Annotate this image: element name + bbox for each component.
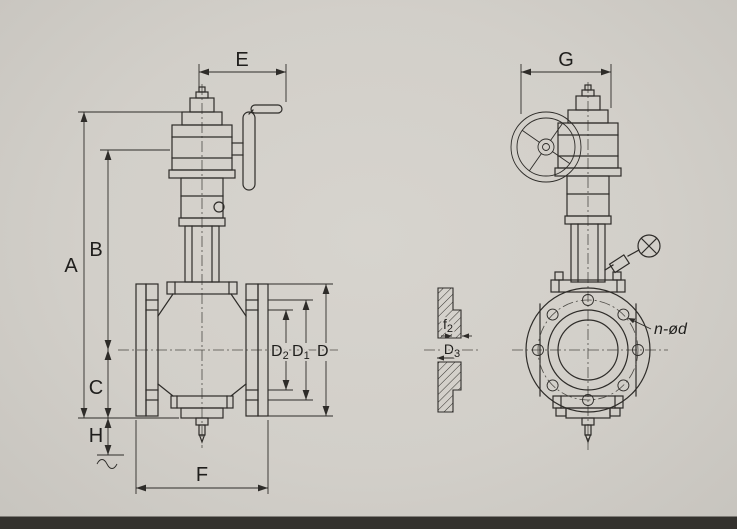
label-dim-d1: D1 (292, 343, 310, 362)
dim-B (100, 149, 170, 350)
label-dim-d2: D2 (271, 343, 289, 362)
n-od-callout (627, 317, 652, 330)
dim-E (198, 64, 287, 102)
front-view-centerlines (118, 84, 340, 448)
label-dim-g: G (558, 49, 574, 71)
label-dim-d3: D3 (444, 341, 460, 360)
side-view-body (525, 271, 651, 444)
label-dim-h: H (89, 425, 103, 447)
front-handwheel-icon (231, 104, 283, 191)
dim-A (78, 111, 182, 419)
flange-section-detail: f2 D3 (424, 287, 478, 413)
label-dim-e: E (235, 49, 248, 71)
side-handwheel-icon (510, 111, 582, 183)
label-dim-b: B (89, 239, 102, 261)
x-mark-icon (637, 234, 661, 258)
label-dim-f2: f2 (443, 316, 453, 335)
front-view: A B C H E F (64, 49, 340, 494)
label-dim-f: F (196, 464, 208, 486)
dim-D1 (268, 299, 313, 401)
dim-G (520, 64, 612, 114)
dim-D2 (268, 309, 293, 391)
dim-H (96, 418, 124, 469)
dim-D (258, 283, 333, 417)
bolt-holes (532, 294, 644, 406)
label-dim-c: C (89, 377, 103, 399)
side-view: G n-ød (510, 49, 690, 450)
pilot-fitting (604, 249, 640, 274)
front-view-body (157, 281, 247, 444)
label-n-od: n-ød (654, 321, 688, 338)
bolt-circle (537, 299, 639, 401)
label-dim-a: A (64, 255, 78, 277)
label-dim-d: D (317, 343, 329, 360)
dim-F (135, 420, 269, 494)
scan-footer-bar (0, 516, 737, 529)
side-view-actuator (554, 84, 622, 283)
